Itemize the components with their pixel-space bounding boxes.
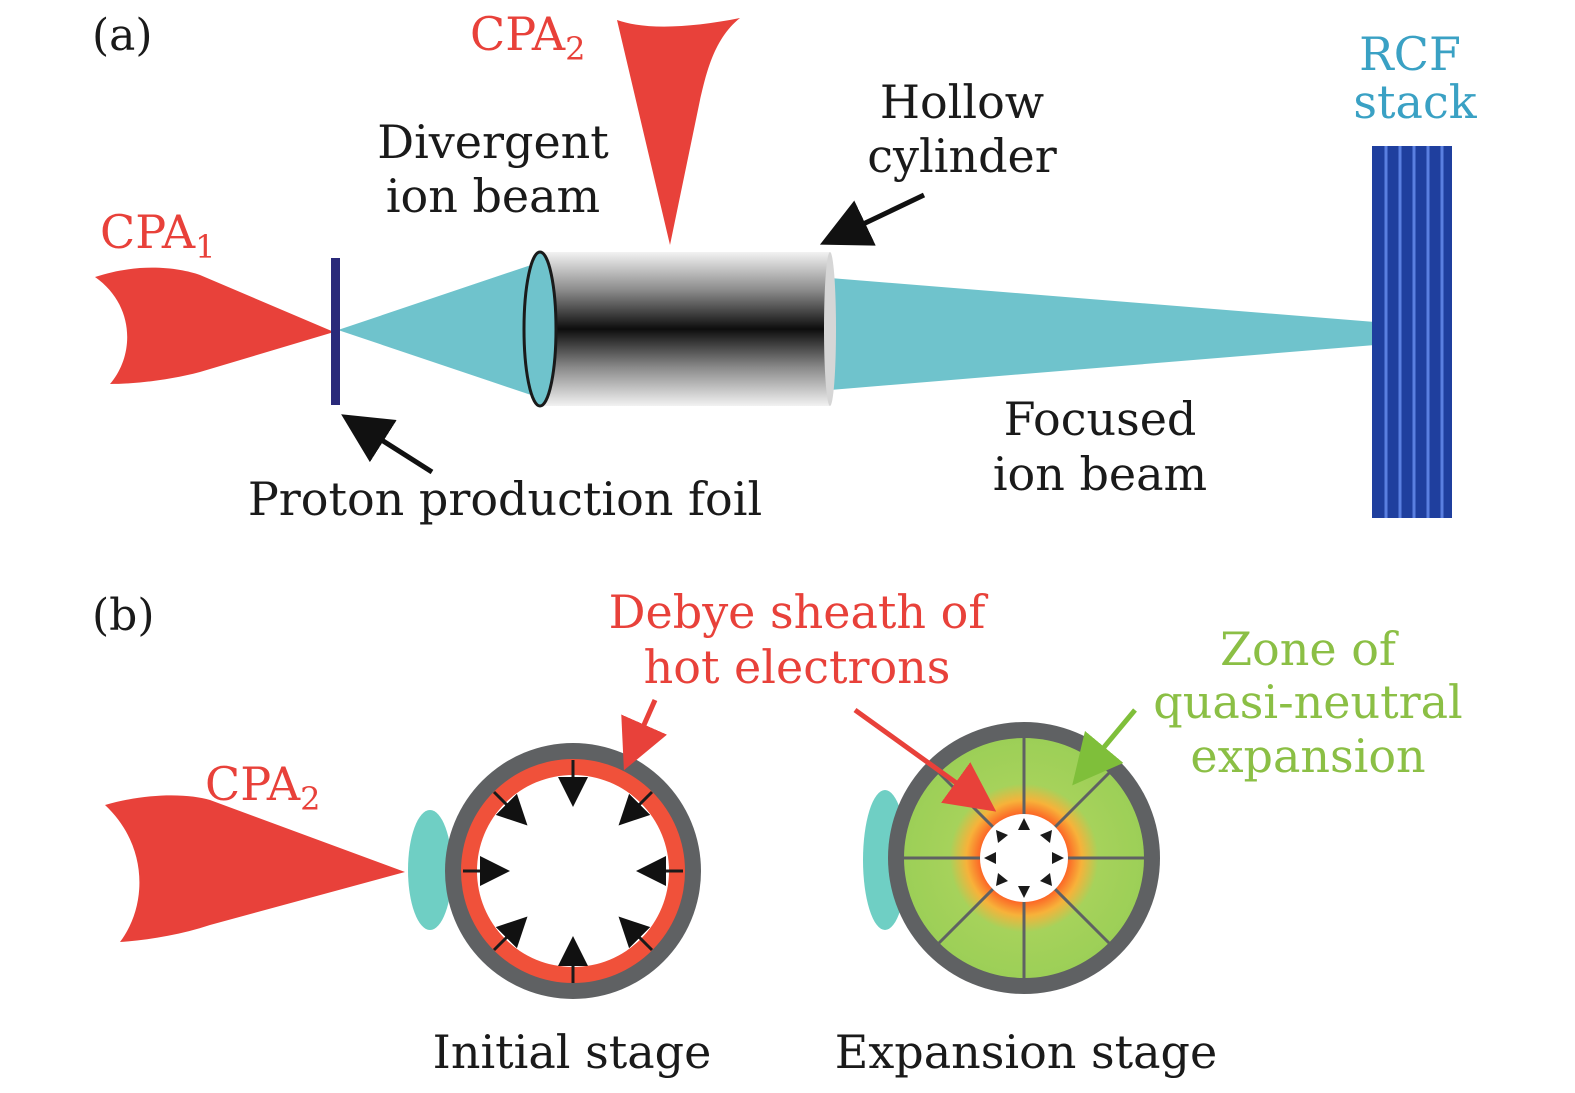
foil-label: Proton production foil (248, 472, 762, 526)
foil-pointer-arrow (341, 414, 434, 475)
debye-pointer-arrow-expansion (853, 707, 997, 812)
debye-pointer-arrow-initial (621, 698, 667, 771)
rcf-label-line1: RCF (1359, 27, 1461, 81)
rcf-label-line2: stack (1353, 75, 1477, 129)
hollow-cylinder-label-line1: Hollow (880, 75, 1044, 129)
zone-label-line1: Zone of (1220, 622, 1399, 676)
cpa2-label: CPA2 (470, 7, 586, 68)
cpa1-label: CPA1 (100, 205, 216, 266)
focused-ion-beam-label-line2: ion beam (993, 447, 1207, 501)
expansion-stage-target (863, 722, 1160, 994)
cylinder-pointer-arrow (819, 192, 926, 246)
divergent-ion-beam-label-line1: Divergent (377, 115, 609, 169)
hollow-cylinder (522, 250, 836, 408)
proton-production-foil (331, 258, 340, 405)
cpa2-laser-pulse (617, 18, 740, 245)
initial-stage-label: Initial stage (433, 1025, 712, 1079)
cpa2-laser-pulse-b (105, 795, 405, 942)
debye-label-line2: hot electrons (644, 640, 951, 694)
initial-stage-target (408, 743, 701, 999)
zone-pointer-arrow (1072, 708, 1137, 786)
zone-label-line2: quasi-neutral (1153, 675, 1462, 729)
focused-ion-beam (830, 278, 1375, 390)
focused-ion-beam-label-line1: Focused (1004, 392, 1197, 446)
divergent-ion-beam-label-line2: ion beam (386, 169, 600, 223)
rcf-stack (1372, 146, 1452, 518)
zone-label-line3: expansion (1190, 729, 1425, 783)
panel-a-tag: (a) (92, 10, 153, 61)
panel-b: (b) (92, 585, 1463, 1079)
panel-a: (a) CPA1 CPA2 Dive (92, 7, 1478, 526)
expansion-stage-label: Expansion stage (835, 1025, 1217, 1079)
hollow-cylinder-label-line2: cylinder (867, 129, 1056, 183)
divergent-ion-beam (338, 262, 540, 398)
cpa2-label-b: CPA2 (205, 757, 321, 818)
debye-label-line1: Debye sheath of (609, 585, 989, 639)
cpa1-laser-pulse (95, 267, 334, 384)
panel-b-tag: (b) (92, 590, 155, 641)
